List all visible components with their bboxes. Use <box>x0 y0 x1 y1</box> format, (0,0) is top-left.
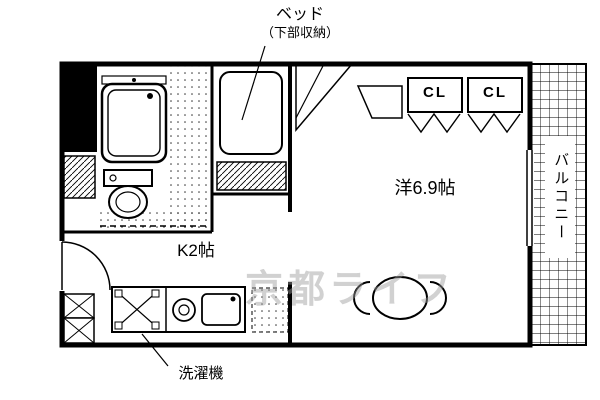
closet-left-label: CL <box>423 84 447 101</box>
washer-pan <box>114 289 160 330</box>
washer-leader-line <box>141 333 169 367</box>
closet-right-doors <box>467 112 521 134</box>
balcony-label: バルコニー <box>545 136 575 258</box>
tub-faucet-icon <box>147 93 153 99</box>
fridge-space <box>251 287 289 333</box>
kitchen-label: K2帖 <box>177 241 215 260</box>
bed <box>210 45 292 196</box>
room-corner-symbols <box>295 63 403 133</box>
counter-shape <box>356 85 403 119</box>
balcony-window <box>525 150 534 246</box>
wall-block <box>62 64 97 152</box>
closet-left-doors <box>407 112 461 134</box>
left-cabinets <box>63 155 96 344</box>
entrance-door <box>61 241 111 291</box>
burner-inner-icon <box>178 304 190 316</box>
closet-right-label: CL <box>483 84 507 101</box>
kitchen-unit <box>111 286 246 367</box>
table-set <box>353 276 447 320</box>
closets <box>407 77 523 134</box>
bed-sublabel: （下部収納） <box>260 25 339 40</box>
chair-left <box>353 281 371 315</box>
toilet <box>103 169 153 219</box>
bathtub <box>100 75 168 164</box>
sink <box>201 293 241 326</box>
faucet-dot <box>132 78 136 82</box>
living-room-label: 洋6.9帖 <box>394 178 456 198</box>
chair-right <box>429 281 447 315</box>
bed-label: ベッド <box>275 6 324 23</box>
table <box>372 276 428 320</box>
washer-label: 洗濯機 <box>178 365 224 382</box>
closet-left-box <box>407 77 463 113</box>
closet-right-box <box>467 77 523 113</box>
tiled-floor <box>99 66 210 230</box>
shaft-hatch <box>63 155 96 199</box>
bed-storage-hatch <box>216 161 287 191</box>
bed-leader-line <box>241 45 266 121</box>
sink-faucet-dot <box>230 296 236 302</box>
